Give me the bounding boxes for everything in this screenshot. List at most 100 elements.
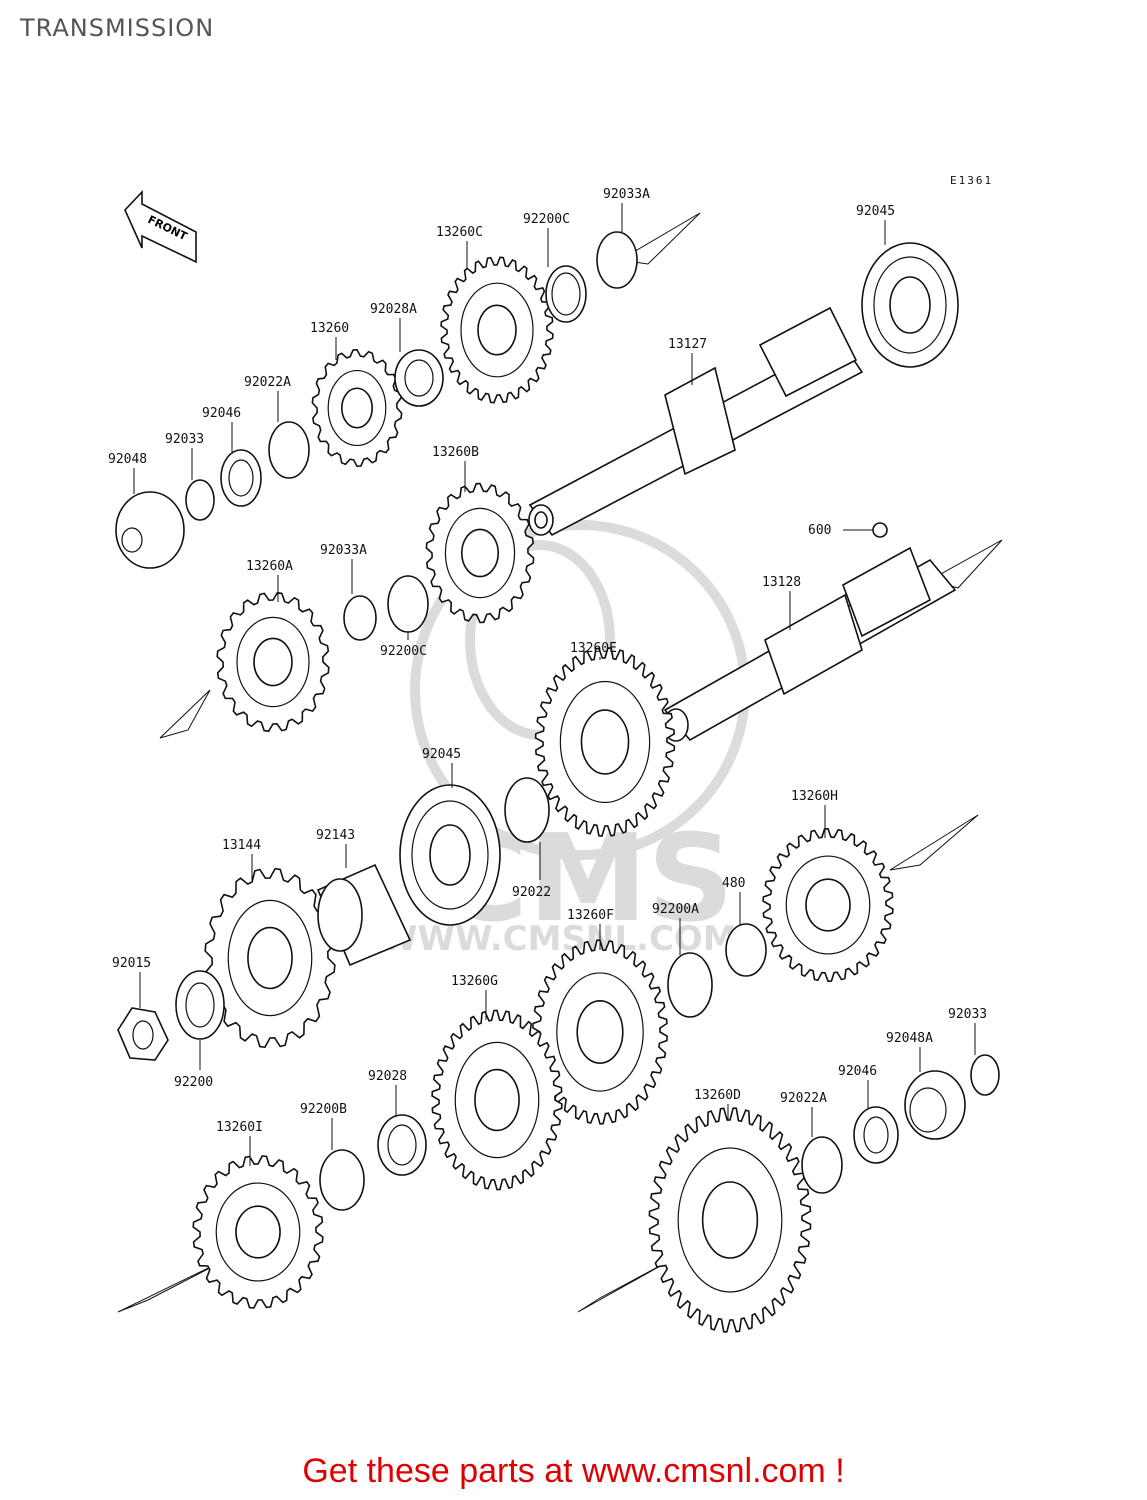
sleeve-92143 [316, 863, 412, 967]
part-label-13260b[interactable]: 13260B [432, 445, 479, 492]
part-label-92028a[interactable]: 92028A [370, 302, 417, 352]
part-label-13128[interactable]: 13128 [762, 575, 801, 630]
washer-92022A-top [268, 421, 310, 479]
part-number[interactable]: 13260E [570, 641, 617, 656]
part-label-600[interactable]: 600 [808, 523, 831, 538]
part-label-13260a[interactable]: 13260A [246, 559, 293, 602]
part-number[interactable]: 13260A [246, 559, 293, 574]
part-label-92200b[interactable]: 92200B [300, 1102, 347, 1150]
part-label-92200a[interactable]: 92200A [652, 902, 699, 955]
needle-bearing-92046-top [220, 449, 262, 507]
part-number[interactable]: 92046 [202, 406, 241, 421]
part-label-92048[interactable]: 92048 [108, 452, 147, 494]
washer-92200 [175, 970, 225, 1040]
part-number[interactable]: 13128 [762, 575, 801, 590]
part-number[interactable]: 92028 [368, 1069, 407, 1084]
diagram-code: E1361 [950, 174, 993, 187]
gear-13260A [216, 591, 330, 733]
part-number[interactable]: 92022A [244, 375, 291, 390]
part-label-92033[interactable]: 92033 [948, 1007, 987, 1055]
part-number[interactable]: 13144 [222, 838, 261, 853]
needle-bearing-92028 [377, 1114, 427, 1176]
part-number[interactable]: 92015 [112, 956, 151, 971]
part-label-13260f[interactable]: 13260F [567, 908, 614, 950]
part-number[interactable]: 600 [808, 523, 831, 538]
part-number[interactable]: 92200C [523, 212, 570, 227]
part-label-92046[interactable]: 92046 [202, 406, 241, 452]
washer-92200B [319, 1149, 365, 1211]
part-number[interactable]: 92046 [838, 1064, 877, 1079]
part-label-13260[interactable]: 13260 [310, 321, 349, 360]
part-number[interactable]: 13260I [216, 1120, 263, 1135]
part-number[interactable]: 92033 [165, 432, 204, 447]
part-label-13127[interactable]: 13127 [668, 337, 707, 385]
bearing-92045-top [861, 242, 959, 368]
part-label-13260h[interactable]: 13260H [791, 789, 838, 838]
part-number[interactable]: 13260H [791, 789, 838, 804]
part-label-13260e[interactable]: 13260E [570, 641, 617, 660]
part-number[interactable]: 92033A [320, 543, 367, 558]
part-number[interactable]: 92028A [370, 302, 417, 317]
part-label-92028[interactable]: 92028 [368, 1069, 407, 1117]
part-number[interactable]: 92200 [174, 1075, 213, 1090]
part-label-92046[interactable]: 92046 [838, 1064, 877, 1108]
part-label-92200c[interactable]: 92200C [523, 212, 570, 267]
part-label-13260c[interactable]: 13260C [436, 225, 483, 268]
part-number[interactable]: 92022A [780, 1091, 827, 1106]
part-label-13144[interactable]: 13144 [222, 838, 261, 880]
part-labels: 92033A 92045 92200C 13260C 92028A 13260 13127 9… [108, 187, 987, 1166]
part-number[interactable]: 13260C [436, 225, 483, 240]
part-number[interactable]: 92048 [108, 452, 147, 467]
collar-92048 [115, 491, 185, 569]
part-number[interactable]: 92033 [948, 1007, 987, 1022]
part-label-92022a[interactable]: 92022A [780, 1091, 827, 1137]
part-label-92033[interactable]: 92033 [165, 432, 204, 480]
part-number[interactable]: 13260B [432, 445, 479, 460]
part-number[interactable]: 13260D [694, 1088, 741, 1103]
part-number[interactable]: 92045 [856, 204, 895, 219]
part-number[interactable]: 92022 [512, 885, 551, 900]
part-number[interactable]: 92048A [886, 1031, 933, 1046]
circlip-480 [725, 923, 767, 977]
part-number[interactable]: 92200B [300, 1102, 347, 1117]
part-number[interactable]: 92200A [652, 902, 699, 917]
part-label-92048a[interactable]: 92048A [886, 1031, 933, 1072]
part-number[interactable]: 13260F [567, 908, 614, 923]
part-label-13260d[interactable]: 13260D [694, 1088, 741, 1120]
footer-link[interactable]: Get these parts at www.cmsnl.com ! [302, 1452, 845, 1490]
part-number[interactable]: 13260 [310, 321, 349, 336]
part-label-92200c[interactable]: 92200C [380, 632, 427, 659]
part-number[interactable]: 92200C [380, 644, 427, 659]
gear-13144 [204, 867, 336, 1049]
nut-92015 [117, 1007, 169, 1061]
part-label-13260g[interactable]: 13260G [451, 974, 498, 1020]
gear-13260D [648, 1107, 812, 1333]
part-label-92045[interactable]: 92045 [422, 747, 461, 788]
part-number[interactable]: 92143 [316, 828, 355, 843]
part-number[interactable]: 13260G [451, 974, 498, 989]
part-label-13260i[interactable]: 13260I [216, 1120, 263, 1166]
part-label-92022a[interactable]: 92022A [244, 375, 291, 422]
washer-92200C-top [545, 265, 587, 323]
part-label-480[interactable]: 480 [722, 876, 745, 926]
gears [192, 256, 894, 1333]
part-label-92033a[interactable]: 92033A [320, 543, 367, 594]
washer-92022A-bot [801, 1136, 843, 1194]
part-label-92015[interactable]: 92015 [112, 956, 151, 1008]
circlip-92033A-mid [343, 595, 377, 641]
part-label-92200[interactable]: 92200 [174, 1040, 213, 1090]
circlip-92033A-top [596, 231, 638, 289]
part-number[interactable]: 13127 [668, 337, 707, 352]
part-label-92022[interactable]: 92022 [512, 842, 551, 900]
needle-bearing-92046-bot [853, 1106, 899, 1164]
part-label-92033a[interactable]: 92033A [603, 187, 650, 232]
bearing-92045-mid [399, 784, 501, 926]
part-number[interactable]: 92045 [422, 747, 461, 762]
part-label-92143[interactable]: 92143 [316, 828, 355, 868]
part-number[interactable]: 480 [722, 876, 745, 891]
needle-bearing-92028A [394, 349, 444, 407]
gear-13260I [192, 1155, 324, 1309]
washer-92200A [667, 952, 713, 1018]
part-label-92045[interactable]: 92045 [856, 204, 895, 245]
part-number[interactable]: 92033A [603, 187, 650, 202]
